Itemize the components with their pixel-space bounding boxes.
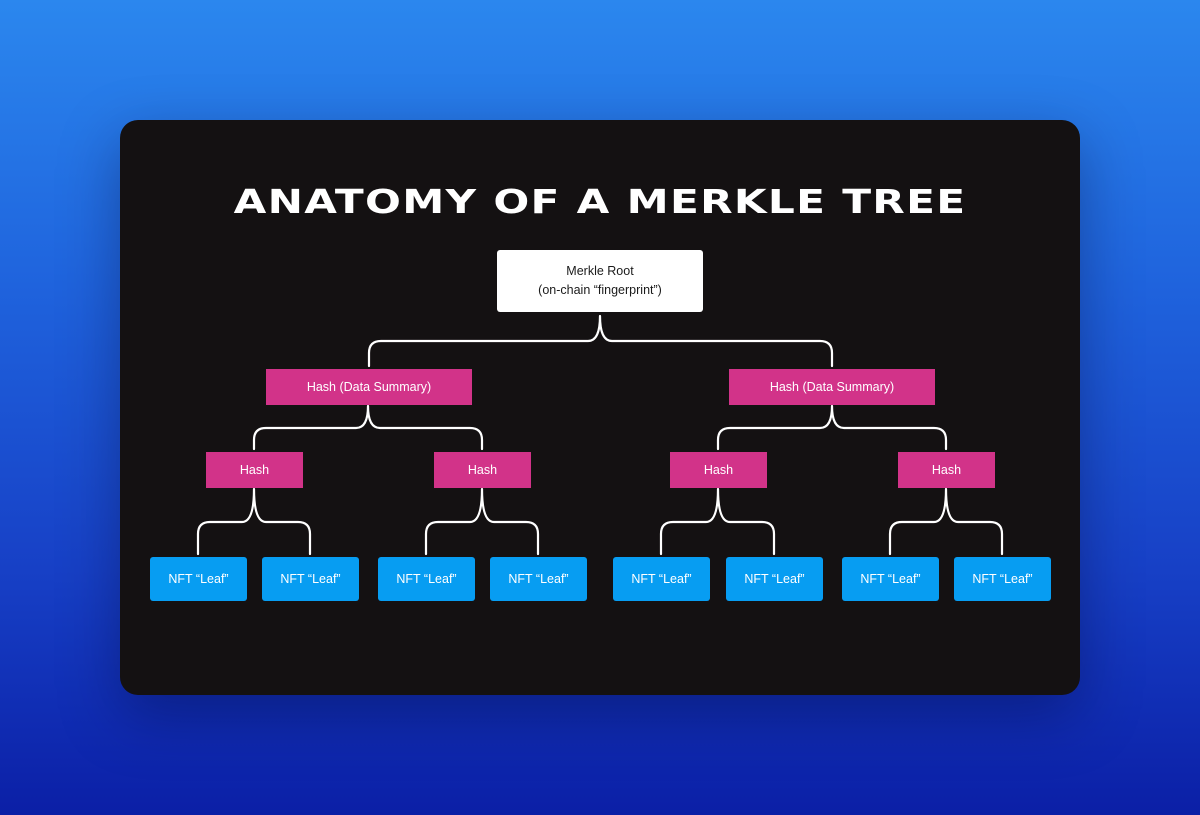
- nft-leaf-node-7: NFT “Leaf”: [842, 557, 939, 601]
- hash-node-2: Hash: [434, 452, 531, 488]
- connector-hash-3: [659, 487, 776, 556]
- hash-node-1: Hash: [206, 452, 303, 488]
- merkle-root-sublabel: (on-chain “fingerprint”): [538, 283, 662, 297]
- connector-hash-right: [716, 404, 948, 451]
- nft-leaf-node-2: NFT “Leaf”: [262, 557, 359, 601]
- hash-node-4: Hash: [898, 452, 995, 488]
- nft-leaf-node-3: NFT “Leaf”: [378, 557, 475, 601]
- diagram-title: ANATOMY OF A MERKLE TREE: [233, 182, 967, 221]
- connector-hash-1: [196, 487, 312, 556]
- nft-leaf-node-4: NFT “Leaf”: [490, 557, 587, 601]
- nft-leaf-node-6: NFT “Leaf”: [726, 557, 823, 601]
- nft-leaf-node-5: NFT “Leaf”: [613, 557, 710, 601]
- merkle-root-node: Merkle Root (on-chain “fingerprint”): [497, 250, 703, 312]
- connector-root: [367, 314, 834, 368]
- connector-hash-2: [424, 487, 540, 556]
- hash-summary-node-left: Hash (Data Summary): [266, 369, 472, 405]
- nft-leaf-node-8: NFT “Leaf”: [954, 557, 1051, 601]
- connector-hash-4: [888, 487, 1004, 556]
- merkle-root-label: Merkle Root: [566, 264, 634, 278]
- connector-hash-left: [252, 404, 484, 451]
- hash-node-3: Hash: [670, 452, 767, 488]
- nft-leaf-node-1: NFT “Leaf”: [150, 557, 247, 601]
- hash-summary-node-right: Hash (Data Summary): [729, 369, 935, 405]
